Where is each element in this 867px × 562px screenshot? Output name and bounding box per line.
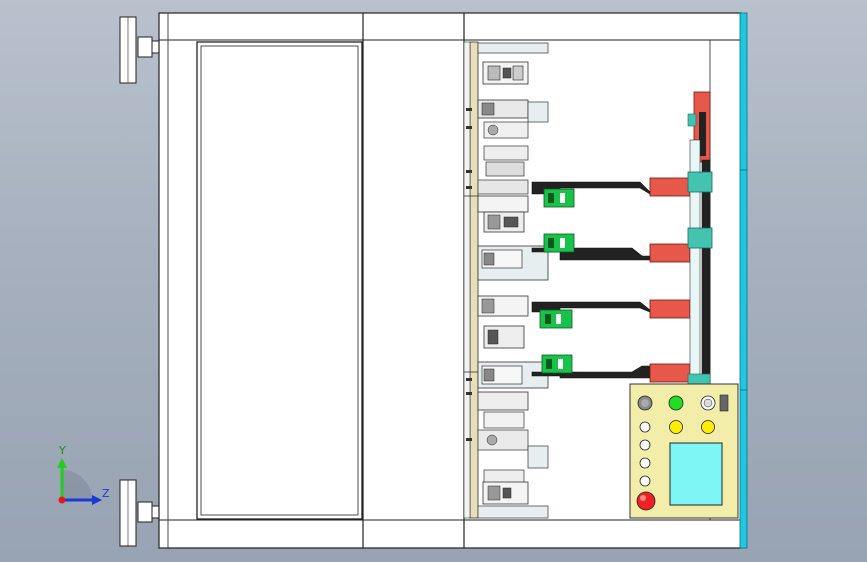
vertical-guide-rail: [687, 91, 713, 385]
plate-screws: [466, 108, 472, 441]
door-window-panel: [196, 41, 363, 520]
top-hand-wheel[interactable]: [119, 16, 161, 84]
indicator-lamp-gray[interactable]: [637, 395, 653, 411]
operator-control-panel: [629, 383, 739, 519]
pusher-arm-2: [531, 233, 691, 263]
y-axis-arrow-icon: [57, 458, 67, 468]
hmi-touch-screen[interactable]: [669, 442, 723, 506]
pusher-arm-1: [531, 177, 691, 208]
selector-switch[interactable]: [700, 394, 729, 412]
fixture-mounting-plate: [463, 41, 479, 519]
z-axis-arrow-icon: [92, 495, 102, 505]
right-side-cover: [739, 12, 748, 549]
y-axis-label: Y: [58, 444, 66, 457]
bottom-hand-wheel[interactable]: [119, 479, 161, 547]
indicator-lamp-yellow-1[interactable]: [669, 420, 683, 434]
x-axis-point-icon: [58, 496, 66, 504]
pusher-arm-4: [531, 354, 691, 383]
push-button-3[interactable]: [639, 457, 651, 469]
z-axis-label: Z: [102, 487, 110, 500]
fixture-station-4: [477, 391, 549, 519]
emergency-stop-button[interactable]: [636, 491, 656, 511]
indicator-lamp-green[interactable]: [668, 395, 684, 411]
fixture-station-2: [477, 195, 549, 281]
push-button-1[interactable]: [639, 421, 651, 433]
key-switch[interactable]: [719, 394, 729, 412]
coordinate-triad: Y Z: [57, 444, 110, 505]
push-button-4[interactable]: [639, 475, 651, 487]
pusher-arm-3: [531, 299, 691, 329]
indicator-lamp-yellow-2[interactable]: [701, 420, 715, 434]
push-button-2[interactable]: [639, 439, 651, 451]
fixture-station-1: [477, 42, 549, 195]
